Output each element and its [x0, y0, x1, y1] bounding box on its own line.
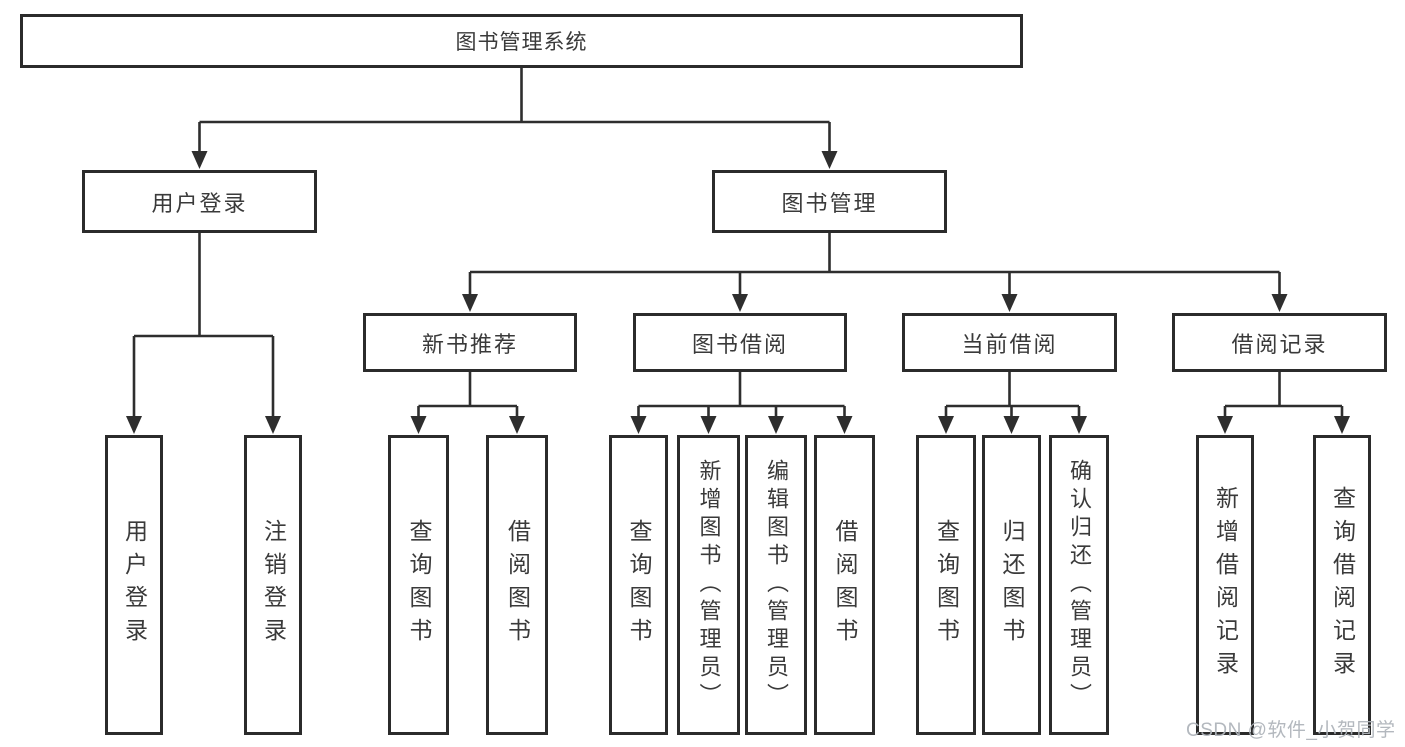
node-new-book-recommend: 新书推荐	[363, 313, 577, 372]
connector-book-borrowing-branch	[630, 372, 853, 434]
node-leaf-recommend-borrow-books: 借阅图书	[486, 435, 548, 735]
csdn-watermark: CSDN @软件_小贺同学	[1186, 720, 1396, 741]
connector-user-login-branch	[126, 233, 281, 434]
node-user-login: 用户登录	[82, 170, 317, 233]
node-book-borrowing: 图书借阅	[633, 313, 847, 372]
node-leaf-records-add-record: 新增借阅记录	[1196, 435, 1254, 735]
node-leaf-recommend-query-books: 查询图书	[388, 435, 449, 735]
node-library-management-system: 图书管理系统	[20, 14, 1023, 68]
connector-borrowing-records-branch	[1217, 372, 1350, 434]
node-leaf-borrowing-borrow-books: 借阅图书	[814, 435, 875, 735]
node-leaf-borrowing-edit-books: 编辑图书（管理员）	[745, 435, 807, 735]
connector-current-borrowing-branch	[938, 372, 1087, 434]
node-book-management: 图书管理	[712, 170, 947, 233]
node-leaf-current-query-books: 查询图书	[916, 435, 976, 735]
node-leaf-current-return-books: 归还图书	[982, 435, 1041, 735]
node-current-borrowing: 当前借阅	[902, 313, 1117, 372]
node-leaf-user-login: 用户登录	[105, 435, 163, 735]
node-leaf-records-query-record: 查询借阅记录	[1313, 435, 1371, 735]
node-leaf-borrowing-add-books: 新增图书（管理员）	[677, 435, 740, 735]
connector-new-book-recommend-branch	[410, 372, 525, 434]
node-leaf-current-confirm-return: 确认归还（管理员）	[1049, 435, 1109, 735]
node-borrowing-records: 借阅记录	[1172, 313, 1387, 372]
connector-root-to-level2	[191, 68, 838, 169]
connector-book-management-branch	[462, 233, 1288, 312]
node-leaf-logout: 注销登录	[244, 435, 302, 735]
node-leaf-borrowing-query-books: 查询图书	[609, 435, 668, 735]
